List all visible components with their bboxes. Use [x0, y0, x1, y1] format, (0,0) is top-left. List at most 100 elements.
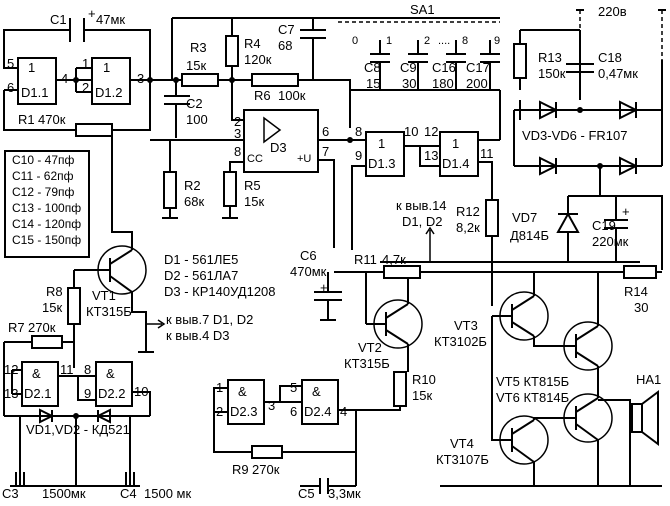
- component-label: R10: [412, 372, 436, 387]
- pin-vplus: +U: [297, 153, 311, 165]
- switch-pos: 0: [352, 35, 358, 47]
- component-value: КТ3102Б: [434, 334, 487, 349]
- component-label: R5: [244, 178, 261, 193]
- resistor-r9: [251, 445, 283, 459]
- component-value: 15: [366, 76, 380, 91]
- chip-line: D2 - 561ЛА7: [164, 268, 238, 283]
- component-value: 15к: [186, 58, 206, 73]
- component-value: 150к: [538, 66, 566, 81]
- switch-pos: 9: [494, 35, 500, 47]
- capacitor-bank: [350, 40, 500, 91]
- component-label: VT2: [358, 340, 382, 355]
- switch-pos: 2: [424, 35, 430, 47]
- speaker-wire: [598, 399, 631, 486]
- gate-d2-2: [95, 361, 133, 407]
- component-label: C2: [186, 96, 203, 111]
- component-value: 0,47мк: [598, 66, 638, 81]
- pin-label: 2: [234, 114, 241, 129]
- diodes-label: VD3-VD6 - FR107: [522, 128, 627, 143]
- pin-cc: CC: [247, 153, 263, 165]
- d12-symbol: 1: [103, 60, 110, 75]
- resistor-r7: [31, 335, 63, 349]
- d24-label: D2.4: [304, 404, 331, 419]
- gate-d1-2: [91, 57, 131, 105]
- d22-label: D2.2: [98, 386, 125, 401]
- resistor-r5: [223, 171, 237, 207]
- capacitor-legend: C10 - 47пф C11 - 62пф C12 - 79пф C13 - 1…: [4, 150, 90, 258]
- pin-label: 4: [61, 71, 68, 86]
- pin-label: 3: [268, 398, 275, 413]
- pin-label: 13: [424, 148, 438, 163]
- component-value: 15к: [412, 388, 432, 403]
- component-label: R7: [8, 320, 25, 335]
- chip-line: D3 - КР140УД1208: [164, 284, 276, 299]
- component-label: R9: [232, 462, 249, 477]
- component-label: C7: [278, 22, 295, 37]
- component-label: C3: [2, 486, 19, 501]
- gate-d1-4: [439, 131, 479, 177]
- capacitor-c3: [15, 472, 25, 486]
- component-label: C19: [592, 218, 616, 233]
- legend-item: C12 - 79пф: [12, 185, 75, 199]
- d23-label: D2.3: [230, 404, 257, 419]
- pin-label: 3: [137, 71, 144, 86]
- pin-label: 4: [340, 404, 347, 419]
- component-label: VT4: [450, 436, 474, 451]
- component-value: 270к: [252, 462, 280, 477]
- switch-pos: 1: [386, 35, 392, 47]
- component-value: 470к: [38, 112, 66, 127]
- diode-bridge: [513, 60, 663, 176]
- pin-label: 6: [7, 80, 14, 95]
- diode-vd2: [95, 408, 111, 424]
- resistor-r3: [181, 73, 219, 87]
- pin-label: 7: [322, 144, 329, 159]
- capacitor-c6: [314, 272, 342, 321]
- pin-label: 9: [84, 386, 91, 401]
- component-value: 30: [402, 76, 416, 91]
- polarity-plus: +: [622, 204, 630, 219]
- component-label: R14: [624, 284, 648, 299]
- pin-label: 12: [4, 362, 18, 377]
- component-label: R8: [46, 284, 63, 299]
- pin-label: 8: [234, 144, 241, 159]
- component-label: R6: [254, 88, 271, 103]
- pin-label: 8: [84, 362, 91, 377]
- legend-item: C15 - 150пф: [12, 233, 82, 247]
- diode-vd1: [39, 408, 55, 424]
- pin-label: 3: [234, 126, 241, 141]
- component-label: VT1: [92, 288, 116, 303]
- resistor-r14: [623, 265, 657, 279]
- component-label: C6: [300, 248, 317, 263]
- component-label: R3: [190, 40, 207, 55]
- gate-d1-3: [365, 131, 405, 177]
- d11-symbol: 1: [28, 60, 35, 75]
- resistor-r4: [225, 35, 239, 67]
- note-pin14: к выв.14: [396, 198, 447, 213]
- note-pin4: к выв.4 D3: [166, 328, 230, 343]
- legend-item: C11 - 62пф: [12, 169, 74, 183]
- component-value: 100: [186, 112, 208, 127]
- component-label: R4: [244, 36, 261, 51]
- component-value: КТ3107Б: [436, 452, 489, 467]
- component-value: КТ315Б: [344, 356, 390, 371]
- component-value: 470мк: [290, 264, 327, 279]
- sa1-label: SA1: [410, 2, 435, 17]
- pin-label: 5: [290, 380, 297, 395]
- polarity-plus: +: [320, 280, 328, 295]
- component-label: C17: [466, 60, 490, 75]
- speaker-ha1: [631, 403, 643, 433]
- component-label: VD7: [512, 210, 537, 225]
- pin-label: 2: [82, 80, 89, 95]
- polarity-plus: +: [88, 6, 96, 21]
- d11-label: D1.1: [21, 85, 48, 100]
- component-value: КТ315Б: [86, 304, 132, 319]
- pin-label: 5: [7, 56, 14, 71]
- component-label: VT3: [454, 318, 478, 333]
- component-label: VT5 КТ815Б: [496, 374, 569, 389]
- component-label: C1: [50, 12, 67, 27]
- component-value: 47мк: [96, 12, 125, 27]
- component-label: HA1: [636, 372, 661, 387]
- component-label: VT6 КТ814Б: [496, 390, 569, 405]
